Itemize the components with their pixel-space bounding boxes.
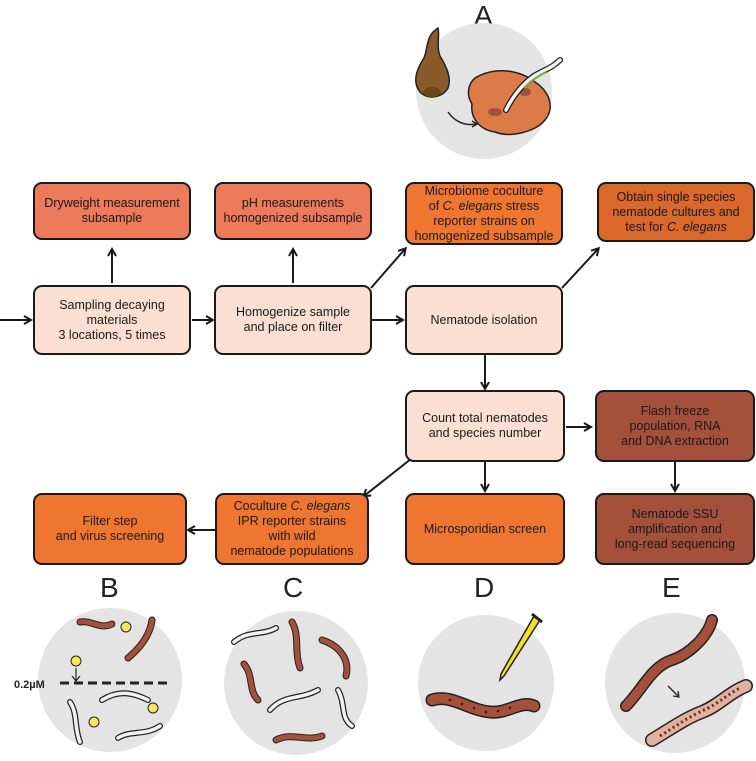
- filter-label: 0.2µM: [14, 679, 45, 691]
- arrow-a-icon: [447, 111, 477, 126]
- sampling-text: Sampling decaying materials 3 locations,…: [58, 297, 166, 342]
- isolation-text: Nematode isolation: [430, 312, 538, 327]
- panel-b-illustration: 0.2µM: [14, 608, 182, 752]
- flash-freeze-box: Flash freeze population, RNA and DNA ext…: [595, 390, 755, 462]
- panel-label-b: B: [100, 572, 119, 603]
- panel-b-circle: [38, 608, 182, 752]
- arrow-homogenize-coculture: [370, 249, 405, 289]
- count-box: Count total nematodes and species number: [405, 390, 565, 462]
- microsporidian-text: Microsporidian screen: [423, 521, 547, 536]
- virus-icon: [70, 621, 159, 728]
- arrow-e-icon: [667, 685, 679, 697]
- panel-label-d: D: [474, 572, 495, 603]
- panel-label-e: E: [662, 572, 681, 603]
- sampling-box: Sampling decaying materials 3 locations,…: [33, 285, 191, 355]
- ssu-text: Nematode SSU amplification and long-read…: [614, 506, 736, 551]
- ph-text: pH measurements homogenized subsample: [223, 196, 363, 225]
- isolation-box: Nematode isolation: [405, 285, 563, 355]
- filter-text: Filter step and virus screening: [55, 514, 165, 543]
- arrow-isolation-single: [561, 249, 598, 289]
- dryweight-text: Dryweight measurement subsample: [44, 196, 180, 225]
- panel-e-illustration: [605, 613, 753, 753]
- flash-freeze-text: Flash freeze population, RNA and DNA ext…: [621, 403, 729, 448]
- panel-c-illustration: [224, 611, 368, 755]
- dryweight-box: Dryweight measurement subsample: [33, 182, 191, 240]
- homogenize-box: Homogenize sample and place on filter: [214, 285, 372, 355]
- count-text: Count total nematodes and species number: [422, 411, 548, 440]
- ssu-box: Nematode SSU amplification and long-read…: [595, 493, 755, 565]
- panel-a-illustration: [414, 23, 563, 159]
- arrow-count-ipr: [364, 454, 417, 496]
- microsporidian-box: Microsporidian screen: [405, 493, 565, 565]
- panel-label-c: C: [283, 572, 304, 603]
- panel-e-circle: [605, 613, 745, 753]
- panel-d-circle: [418, 615, 554, 751]
- homogenize-text: Homogenize sample and place on filter: [236, 305, 350, 334]
- filter-box: Filter step and virus screening: [33, 493, 187, 565]
- ph-box: pH measurements homogenized subsample: [214, 182, 372, 240]
- panel-d-illustration: [418, 612, 554, 751]
